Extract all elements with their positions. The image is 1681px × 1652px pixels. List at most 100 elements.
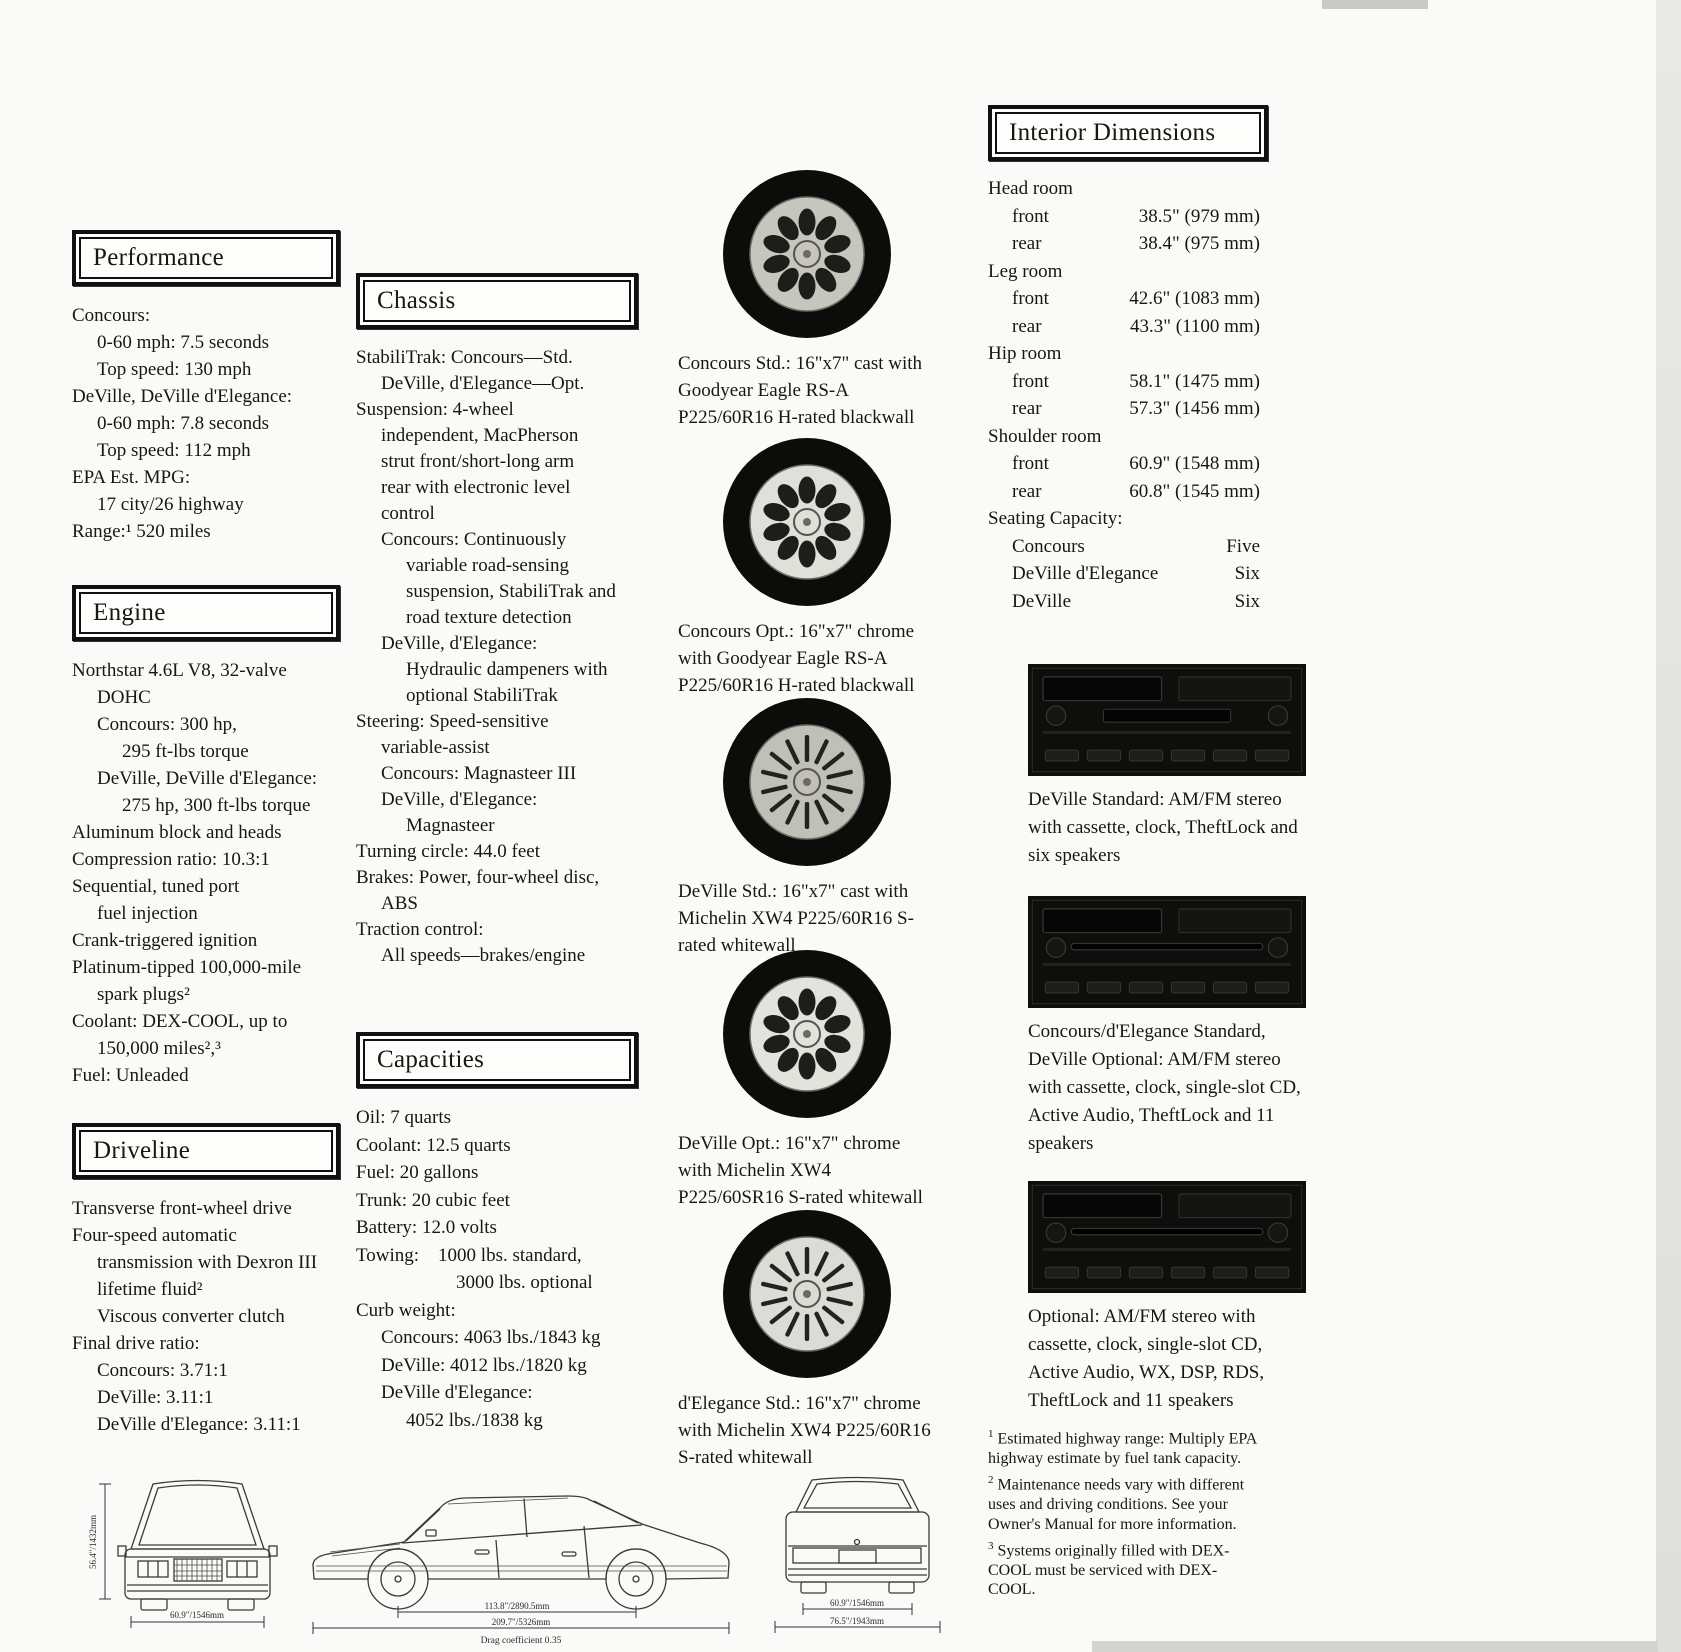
side-length-label: 209.7"/5326mm	[492, 1617, 550, 1627]
spec-line: transmission with Dexron III	[97, 1252, 318, 1273]
wheel-image	[721, 168, 893, 340]
spec-line: Final drive ratio:	[72, 1333, 200, 1354]
radio-caption: Optional: AM/FM stereo with cassette, cl…	[1028, 1306, 1265, 1411]
front-view-drawing: 56.4"/1432mm 60.9"/1546mm	[85, 1462, 310, 1642]
spec-line: Northstar 4.6L V8, 32-valve	[72, 660, 287, 681]
spec-group-label: Seating Capacity:	[988, 508, 1123, 529]
spec-line: Hydraulic dampeners with	[406, 659, 608, 680]
spec-line: Viscous converter clutch	[97, 1306, 285, 1327]
spec-line: Brakes: Power, four-wheel disc,	[356, 867, 600, 888]
footnotes: 1 Estimated highway range: Multiply EPA …	[988, 1425, 1262, 1603]
spec-line: Top speed: 112 mph	[97, 440, 251, 461]
spec-line: Steering: Speed-sensitive	[356, 711, 549, 732]
engine-heading-box: Engine	[72, 585, 340, 641]
wheel-image	[721, 1208, 893, 1380]
spec-line: 3000 lbs. optional	[456, 1272, 593, 1293]
wheel-image	[721, 436, 893, 608]
performance-heading-box: Performance	[72, 230, 340, 286]
spec-line: 295 ft-lbs torque	[122, 741, 249, 762]
spec-line: Magnasteer	[406, 815, 495, 836]
spec-line: Transverse front-wheel drive	[72, 1198, 292, 1219]
spec-line: strut front/short-long arm	[381, 451, 575, 472]
spec-line: DeVille, d'Elegance:	[381, 633, 538, 654]
spec-line: Concours: 3.71:1	[97, 1360, 228, 1381]
spec-line: Concours:	[72, 305, 151, 326]
spec-line: ABS	[381, 893, 418, 914]
scan-artifact-top	[1322, 0, 1428, 9]
spec-group-label: Leg room	[988, 260, 1063, 282]
spec-line: rear with electronic level	[381, 477, 571, 498]
section-performance: Performance Concours: 0-60 mph: 7.5 secon…	[72, 230, 340, 545]
radio-photo-concours-standard: Concours/d'Elegance Standard, DeVille Op…	[1028, 896, 1306, 1158]
spec-line: Fuel: Unleaded	[72, 1065, 189, 1086]
scan-artifact-right	[1656, 0, 1681, 1652]
scan-artifact-bottom	[1092, 1641, 1658, 1652]
wheel-caption: Concours Opt.: 16"x7" chrome with Goodye…	[678, 621, 915, 696]
spec-line: Curb weight:	[356, 1299, 456, 1321]
spec-line: DOHC	[97, 687, 151, 708]
side-wheelbase-label: 113.8"/2890.5mm	[485, 1601, 550, 1611]
spec-line: Concours: Continuously	[381, 529, 567, 550]
spec-line: Concours: 4063 lbs./1843 kg	[381, 1327, 601, 1348]
footnote: 2 Maintenance needs vary with different …	[988, 1474, 1245, 1533]
spec-line: spark plugs²	[97, 984, 190, 1005]
spec-line: control	[381, 503, 435, 524]
spec-line: Concours: Magnasteer III	[381, 763, 577, 784]
rear-view-drawing: 60.9"/1546mm 76.5"/1943mm	[755, 1462, 960, 1642]
radio-image	[1028, 664, 1306, 776]
spec-line: EPA Est. MPG:	[72, 467, 191, 488]
rear-width-label: 76.5"/1943mm	[830, 1616, 884, 1626]
wheel-photo-concours-opt: Concours Opt.: 16"x7" chrome with Goodye…	[678, 436, 936, 699]
spec-line: fuel injection	[97, 903, 198, 924]
wheel-photo-concours-std: Concours Std.: 16"x7" cast with Goodyear…	[678, 168, 936, 431]
wheel-image	[721, 948, 893, 1120]
spec-line: Traction control:	[356, 919, 484, 940]
section-chassis: Chassis StabiliTrak: Concours—Std.DeVill…	[356, 273, 638, 969]
capacities-heading-box: Capacities	[356, 1032, 638, 1088]
spec-line: 0-60 mph: 7.5 seconds	[97, 332, 270, 353]
spec-line: DeVille: 3.11:1	[97, 1387, 214, 1408]
spec-line: DeVille: 4012 lbs./1820 kg	[381, 1354, 587, 1376]
radio-caption: DeVille Standard: AM/FM stereo with cass…	[1028, 789, 1298, 866]
spec-line: Platinum-tipped 100,000-mile	[72, 957, 302, 978]
chassis-title: Chassis	[363, 280, 631, 322]
spec-line: Coolant: 12.5 quarts	[356, 1134, 511, 1156]
spec-line: lifetime fluid²	[97, 1279, 203, 1300]
spec-line: Compression ratio: 10.3:1	[72, 849, 270, 870]
spec-line: variable road-sensing	[406, 555, 570, 576]
driveline-title: Driveline	[79, 1130, 333, 1172]
wheel-caption: DeVille Std.: 16"x7" cast with Michelin …	[678, 881, 914, 956]
spec-line: Crank-triggered ignition	[72, 930, 258, 951]
wheel-caption: Concours Std.: 16"x7" cast with Goodyear…	[678, 353, 923, 428]
footnote: 1 Estimated highway range: Multiply EPA …	[988, 1428, 1257, 1467]
wheel-photo-deville-std: DeVille Std.: 16"x7" cast with Michelin …	[678, 696, 936, 959]
spec-line: Four-speed automatic	[72, 1225, 237, 1246]
spec-line: suspension, StabiliTrak and	[406, 581, 616, 602]
front-height-label: 56.4"/1432mm	[88, 1515, 98, 1569]
spec-group-label: Head room	[988, 178, 1073, 199]
performance-title: Performance	[79, 237, 333, 279]
spec-line: 275 hp, 300 ft-lbs torque	[122, 795, 311, 816]
spec-line: 0-60 mph: 7.8 seconds	[97, 413, 270, 434]
spec-group-label: Hip room	[988, 343, 1062, 364]
spec-line: Aluminum block and heads	[72, 822, 282, 843]
spec-line: 4052 lbs./1838 kg	[406, 1409, 543, 1431]
wheel-caption: d'Elegance Std.: 16"x7" chrome with Mich…	[678, 1393, 931, 1468]
wheel-photo-deville-opt: DeVille Opt.: 16"x7" chrome with Micheli…	[678, 948, 936, 1211]
